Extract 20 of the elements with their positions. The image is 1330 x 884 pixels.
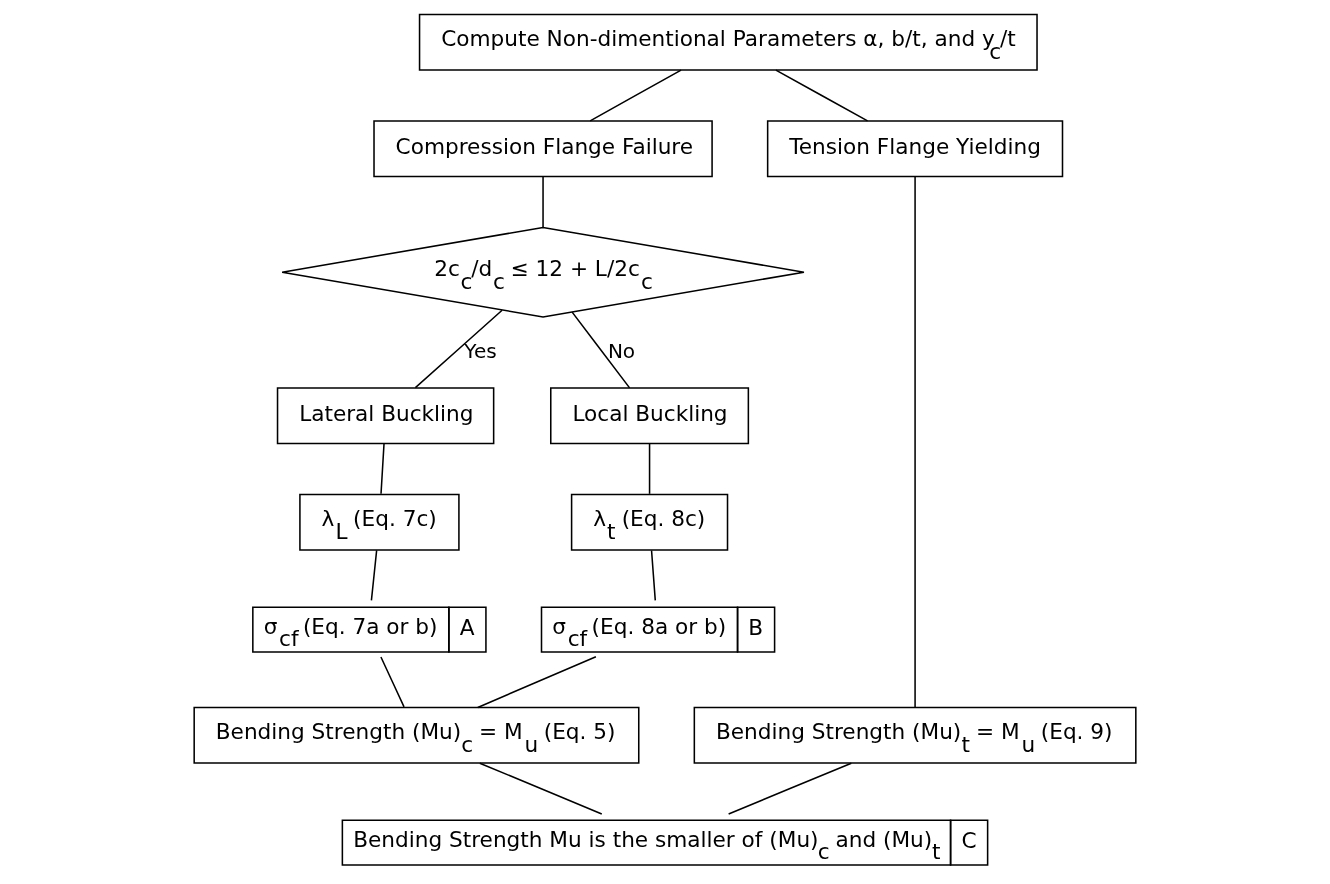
connector [479,762,603,815]
node-box: Local Buckling [550,387,750,445]
connector [477,655,597,709]
connector [775,69,869,122]
connector [370,549,378,602]
connector [727,762,853,815]
connector [650,549,657,602]
connector [380,443,385,495]
node-box: Lateral Buckling [276,387,495,445]
connector [380,656,405,708]
edge-label: No [607,338,636,363]
connector [414,309,503,389]
connector [914,176,916,708]
node-box: Compression Flange Failure [373,120,713,178]
node-box: Tension Flange Yielding [766,120,1064,178]
connector [542,176,544,228]
connector [589,69,682,122]
connector [571,311,631,389]
connector [648,443,651,495]
edge-label: Yes [464,338,497,363]
